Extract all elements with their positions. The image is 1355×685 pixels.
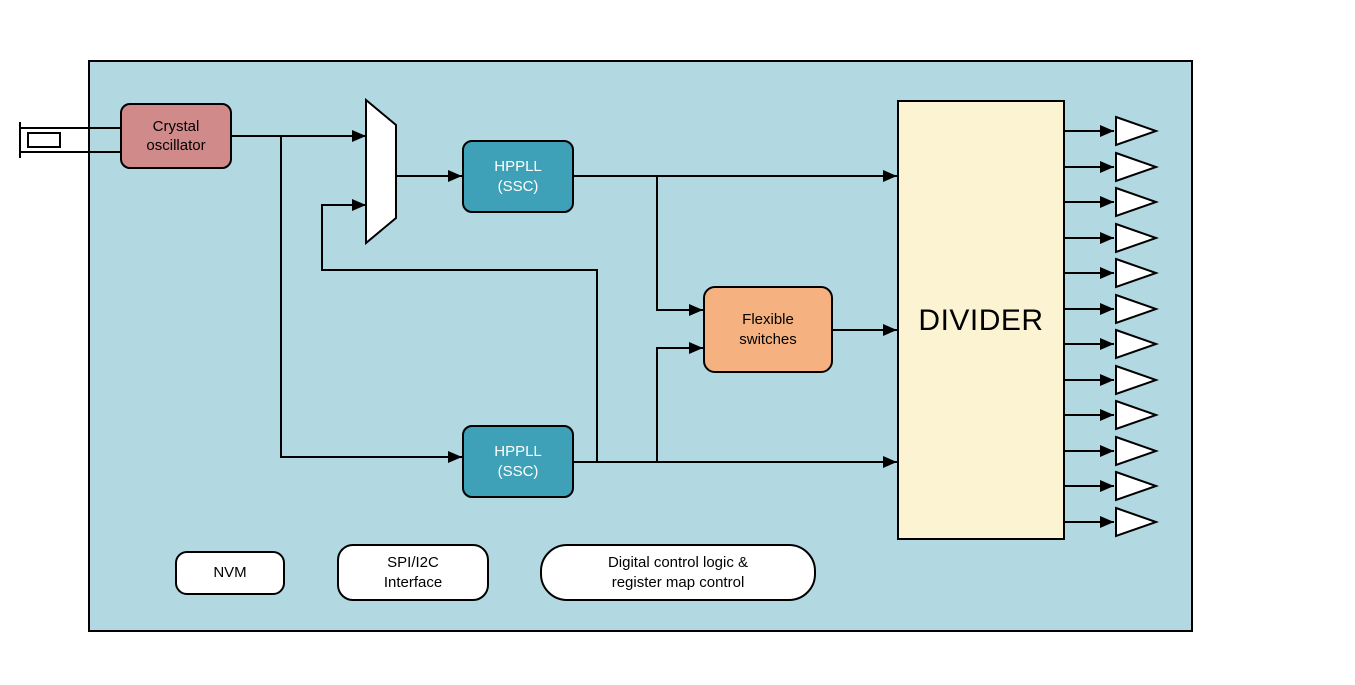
hppll-top-label: HPPLL (SSC) — [494, 158, 542, 195]
divider-label: DIVIDER — [918, 303, 1044, 337]
divider-block: DIVIDER — [897, 100, 1065, 540]
digital-control-block: Digital control logic & register map con… — [540, 544, 816, 601]
hppll-top-block: HPPLL (SSC) — [462, 140, 574, 213]
flexible-switches-label: Flexible switches — [739, 311, 797, 348]
nvm-label: NVM — [213, 564, 247, 582]
crystal-oscillator-label: Crystal oscillator — [146, 117, 206, 155]
hppll-bottom-label: HPPLL (SSC) — [494, 443, 542, 480]
spi-i2c-interface-block: SPI/I2C Interface — [337, 544, 489, 601]
spi-i2c-interface-label: SPI/I2C Interface — [383, 554, 443, 591]
hppll-bottom-block: HPPLL (SSC) — [462, 425, 574, 498]
crystal-icon — [27, 132, 61, 148]
nvm-block: NVM — [175, 551, 285, 595]
digital-control-label: Digital control logic & register map con… — [607, 554, 749, 591]
crystal-oscillator-block: Crystal oscillator — [120, 103, 232, 169]
flexible-switches-block: Flexible switches — [703, 286, 833, 373]
